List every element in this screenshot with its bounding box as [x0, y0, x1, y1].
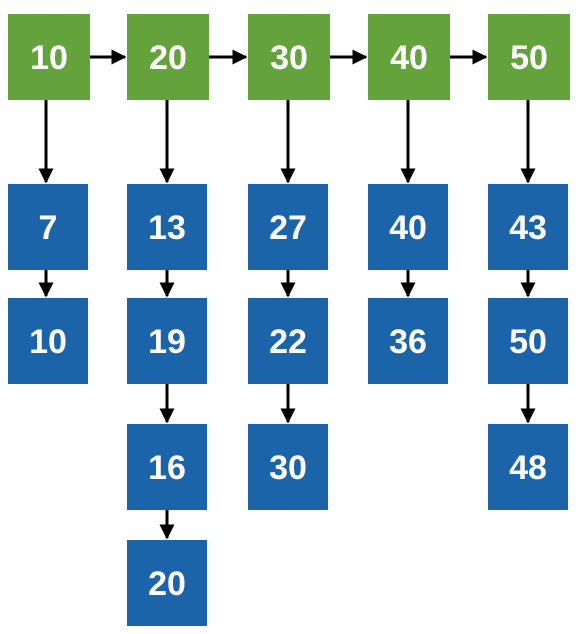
- head-node-value: 20: [149, 38, 187, 77]
- child-node: 30: [248, 424, 328, 510]
- head-node-value: 40: [390, 38, 428, 77]
- child-node: 7: [8, 184, 88, 270]
- child-node-value: 10: [29, 322, 67, 361]
- child-node: 22: [248, 298, 328, 384]
- child-node: 48: [488, 424, 568, 510]
- child-node-value: 22: [269, 322, 307, 361]
- child-node: 13: [127, 184, 207, 270]
- child-node-value: 48: [509, 448, 547, 487]
- child-node: 16: [127, 424, 207, 510]
- head-node-col-2: 20: [127, 14, 209, 100]
- child-node-value: 16: [148, 448, 186, 487]
- child-node: 27: [248, 184, 328, 270]
- child-node: 19: [127, 298, 207, 384]
- child-node-value: 36: [389, 322, 427, 361]
- head-node-value: 50: [510, 38, 548, 77]
- child-node: 43: [488, 184, 568, 270]
- child-node-value: 20: [148, 564, 186, 603]
- child-node-value: 7: [38, 208, 58, 247]
- child-node-value: 13: [148, 208, 186, 247]
- head-node-col-4: 40: [368, 14, 450, 100]
- child-node-value: 27: [269, 208, 307, 247]
- head-node-col-1: 10: [8, 14, 90, 100]
- head-node-value: 10: [30, 38, 68, 77]
- child-node-value: 30: [269, 448, 307, 487]
- child-node-value: 40: [389, 208, 427, 247]
- child-node: 20: [127, 540, 207, 626]
- head-node-col-3: 30: [248, 14, 330, 100]
- child-node-value: 50: [509, 322, 547, 361]
- child-node: 10: [8, 298, 88, 384]
- child-node-value: 19: [148, 322, 186, 361]
- head-node-value: 30: [270, 38, 308, 77]
- head-node-col-5: 50: [488, 14, 570, 100]
- child-node: 50: [488, 298, 568, 384]
- child-node-value: 43: [509, 208, 547, 247]
- child-node: 36: [368, 298, 448, 384]
- child-node: 40: [368, 184, 448, 270]
